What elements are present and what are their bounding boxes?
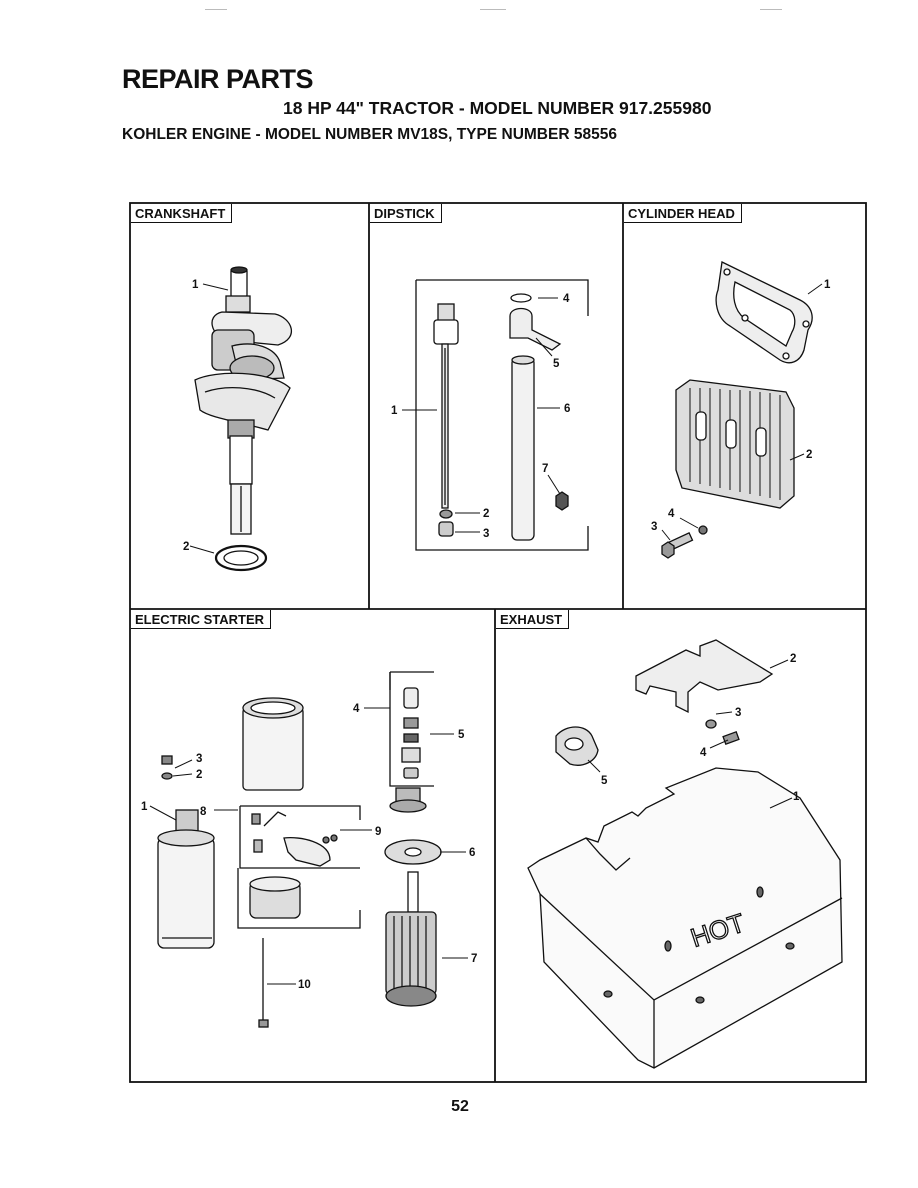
crankshaft-illustration	[194, 266, 292, 572]
exhaust-callout-4: 4	[700, 747, 707, 759]
cylinder-head-panel-label: CYLINDER HEAD	[624, 204, 742, 223]
dipstick-callout-5: 5	[553, 358, 560, 370]
crankshaft-panel-label: CRANKSHAFT	[131, 204, 233, 223]
starter-callout-3: 3	[196, 753, 202, 765]
starter-callout-8: 8	[200, 806, 207, 818]
exhaust-panel-label: EXHAUST	[496, 610, 570, 629]
exhaust-callout-2: 2	[790, 653, 796, 665]
starter-callout-9: 9	[375, 826, 381, 838]
starter-callout-5: 5	[458, 729, 465, 741]
scan-mark	[205, 9, 227, 10]
starter-callout-2: 2	[196, 769, 202, 781]
engine-model-line: KOHLER ENGINE - MODEL NUMBER MV18S, TYPE…	[122, 126, 617, 143]
electric-starter-illustration	[157, 687, 442, 1028]
dipstick-callout-2: 2	[483, 508, 489, 520]
starter-callout-6: 6	[469, 847, 475, 859]
starter-callout-7: 7	[471, 953, 477, 965]
dipstick-panel-label: DIPSTICK	[370, 204, 442, 223]
exhaust-callout-1: 1	[793, 791, 800, 803]
page-number: 52	[451, 1098, 469, 1115]
dipstick-illustration	[433, 293, 569, 541]
diagram-frame	[129, 202, 867, 1083]
cylinder-head-illustration	[661, 261, 813, 559]
cylinder-head-callout-4: 4	[668, 508, 675, 520]
dipstick-callout-4: 4	[563, 293, 570, 305]
electric-starter-panel-label: ELECTRIC STARTER	[131, 610, 272, 629]
dipstick-callout-7: 7	[542, 463, 548, 475]
starter-callout-1: 1	[141, 801, 148, 813]
scan-mark	[760, 9, 782, 10]
scan-mark	[480, 9, 506, 10]
cylinder-head-callout-3: 3	[651, 521, 657, 533]
dipstick-callout-1: 1	[391, 405, 398, 417]
tractor-model-line: 18 HP 44" TRACTOR - MODEL NUMBER 917.255…	[283, 98, 712, 118]
page-title: REPAIR PARTS	[122, 64, 314, 94]
starter-callout-4: 4	[353, 703, 360, 715]
exhaust-callout-5: 5	[601, 775, 608, 787]
crankshaft-callout-2: 2	[183, 541, 189, 553]
dipstick-callout-3: 3	[483, 528, 489, 540]
starter-callout-10: 10	[298, 979, 311, 991]
cylinder-head-callout-2: 2	[806, 449, 812, 461]
dipstick-callout-6: 6	[564, 403, 570, 415]
exhaust-callout-3: 3	[735, 707, 741, 719]
exhaust-illustration	[527, 639, 843, 1069]
cylinder-head-callout-1: 1	[824, 279, 831, 291]
crankshaft-callout-1: 1	[192, 279, 199, 291]
